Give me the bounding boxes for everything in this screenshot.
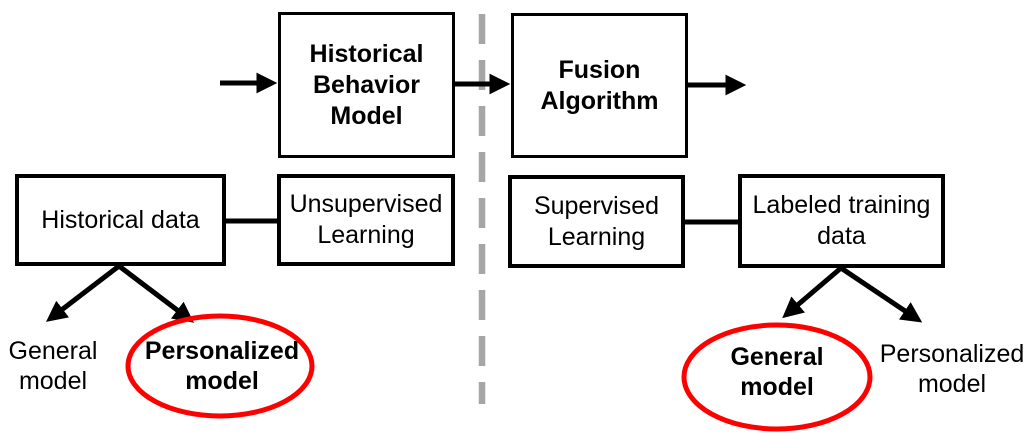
unsupervised-learning-box: Unsupervised Learning bbox=[277, 174, 455, 266]
general-model-label-right: General model bbox=[730, 343, 824, 401]
historical-behavior-model-box: Historical Behavior Model bbox=[278, 12, 455, 158]
general-model-label-left: General model bbox=[8, 337, 98, 395]
historical-data-box: Historical data bbox=[15, 174, 226, 266]
arrow-historical-data-to-personalized-model bbox=[117, 264, 195, 323]
labeled-training-data-box: Labeled training data bbox=[738, 174, 945, 268]
personalized-model-label-left: Personalized model bbox=[144, 337, 300, 395]
arrow-historical-data-to-general-model bbox=[45, 264, 121, 322]
personalized-model-label-right: Personalized model bbox=[879, 340, 1024, 398]
supervised-learning-box: Supervised Learning bbox=[508, 175, 685, 268]
arrow-labeled-data-to-personalized-model bbox=[839, 265, 923, 323]
arrow-labeled-data-to-general-model bbox=[782, 266, 843, 319]
fusion-algorithm-box: Fusion Algorithm bbox=[511, 13, 688, 158]
